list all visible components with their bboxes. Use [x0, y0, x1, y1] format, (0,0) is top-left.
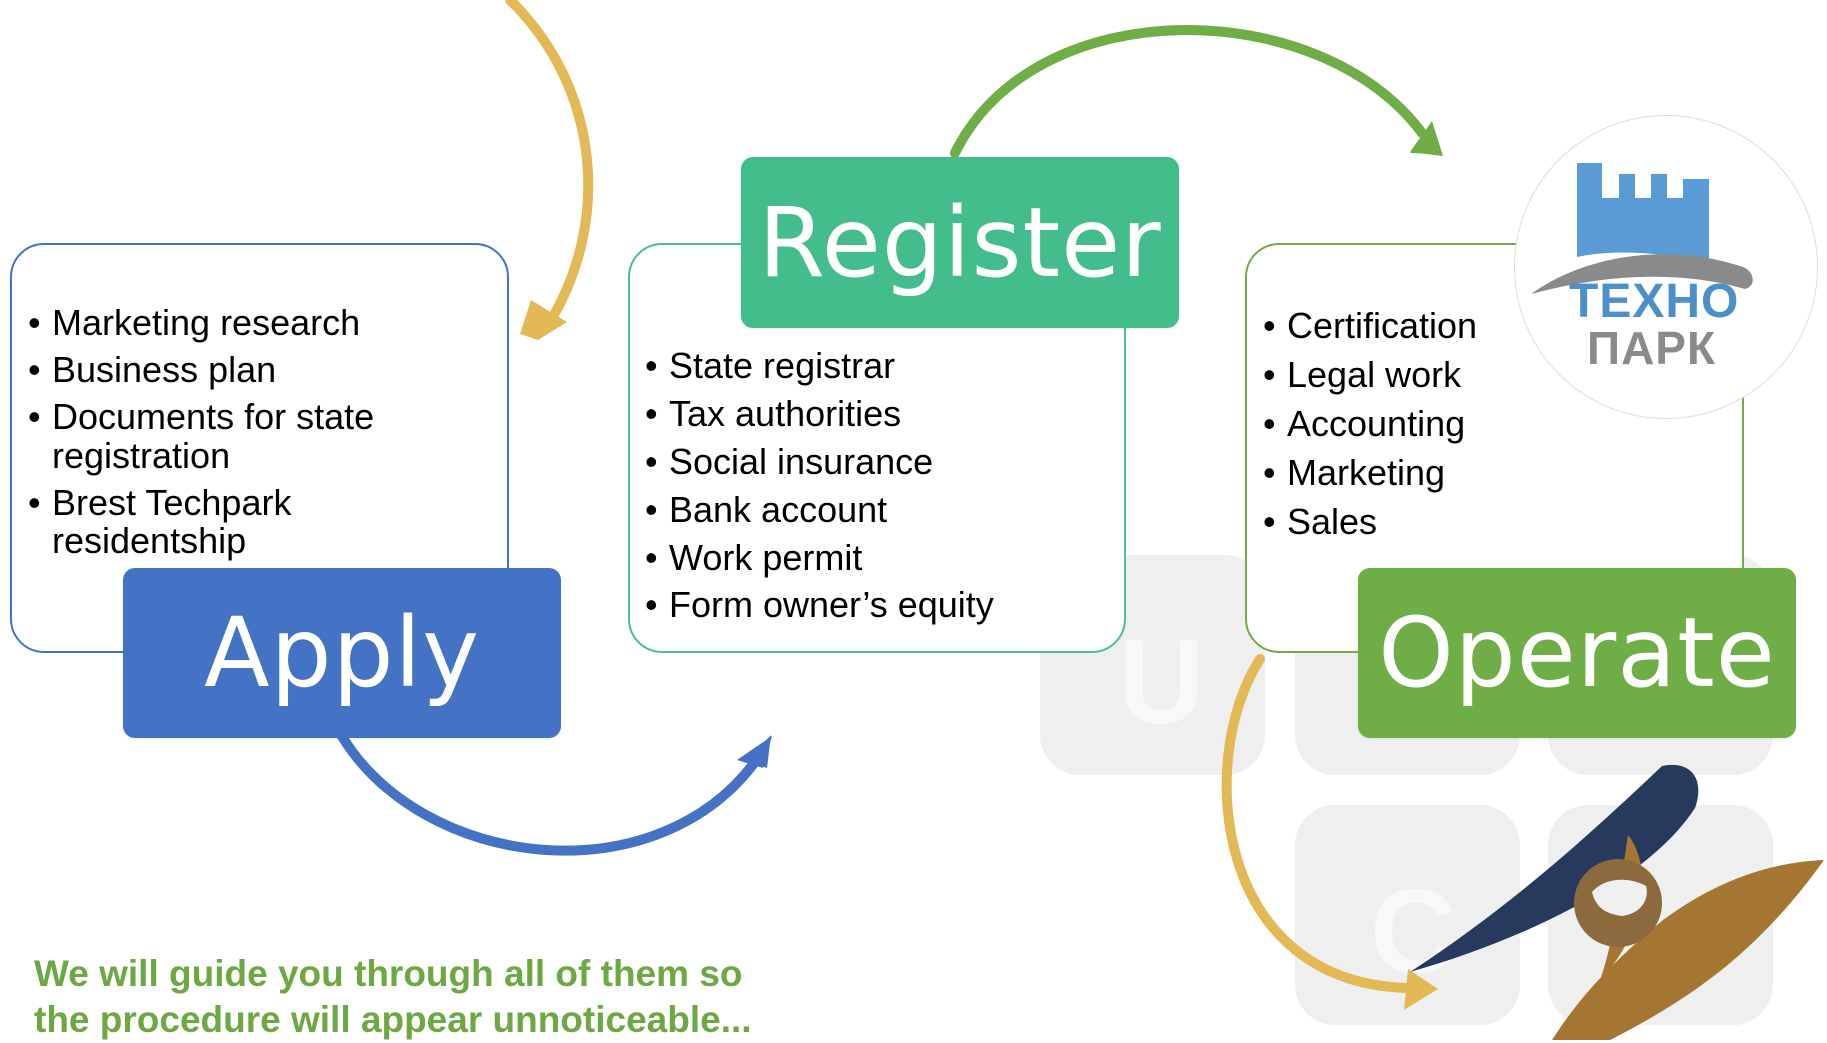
register-item: Work permit: [645, 538, 1105, 578]
castle-icon: [1531, 163, 1753, 294]
apply-items: Marketing research Business plan Documen…: [28, 303, 408, 569]
operate-item: Accounting: [1263, 404, 1543, 444]
watermark-letter-u: U: [1118, 615, 1205, 749]
tagline-line-2: the procedure will appear unnoticeable..…: [34, 999, 752, 1040]
register-item: Form owner’s equity: [645, 585, 1105, 625]
operate-item: Certification: [1263, 306, 1543, 346]
operate-items: Certification Legal work Accounting Mark…: [1263, 306, 1543, 551]
apply-item: Brest Techpark residentship: [28, 483, 408, 562]
register-item: Tax authorities: [645, 394, 1105, 434]
tagline: We will guide you through all of them so…: [34, 951, 752, 1043]
apply-item: Documents for state registration: [28, 397, 408, 476]
operate-item: Sales: [1263, 502, 1543, 542]
register-item: Bank account: [645, 490, 1105, 530]
technopark-logo: ТЕХНО ПАРК: [1514, 115, 1818, 419]
register-item: Social insurance: [645, 442, 1105, 482]
apply-item: Marketing research: [28, 303, 408, 343]
apply-item: Business plan: [28, 350, 408, 390]
technopark-word-2: ПАРК: [1587, 322, 1717, 374]
operate-item: Marketing: [1263, 453, 1543, 493]
register-item: State registrar: [645, 346, 1105, 386]
register-items: State registrar Tax authorities Social i…: [645, 346, 1105, 634]
watermark-letter-c: C: [1370, 865, 1457, 999]
register-step-label: Register: [741, 157, 1179, 328]
apply-step-label: Apply: [123, 568, 561, 738]
operate-item: Legal work: [1263, 355, 1543, 395]
technopark-word-1: ТЕХНО: [1569, 275, 1740, 328]
tagline-line-1: We will guide you through all of them so: [34, 953, 743, 994]
operate-step-label: Operate: [1358, 568, 1796, 738]
